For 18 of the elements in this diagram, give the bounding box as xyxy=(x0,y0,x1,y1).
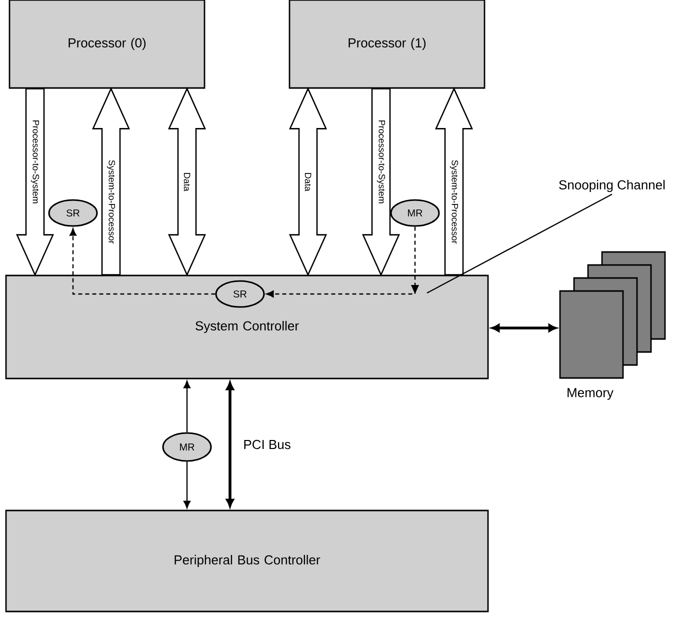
processor-box: Processor (0) xyxy=(8,0,206,89)
arrow xyxy=(491,324,557,332)
oval-badge: SR xyxy=(215,280,265,308)
arrow xyxy=(184,462,190,508)
dashed-arrow xyxy=(70,228,216,295)
arrow xyxy=(226,382,234,508)
leader-line xyxy=(426,194,612,294)
callout-text: Snooping Channel xyxy=(559,180,665,192)
arrow xyxy=(184,380,190,432)
oval-badge: MR xyxy=(162,432,212,462)
oval-badge: MR xyxy=(390,199,440,227)
memory-stack-drawing xyxy=(559,251,666,379)
edge-label: PCI Bus xyxy=(242,438,292,450)
dashed-arrow xyxy=(266,226,419,298)
controller-box: Peripheral Bus Controller xyxy=(5,510,489,612)
node-label: Memory xyxy=(568,388,614,400)
oval-badge: SR xyxy=(48,199,98,227)
processor-box: Processor (1) xyxy=(288,0,486,89)
